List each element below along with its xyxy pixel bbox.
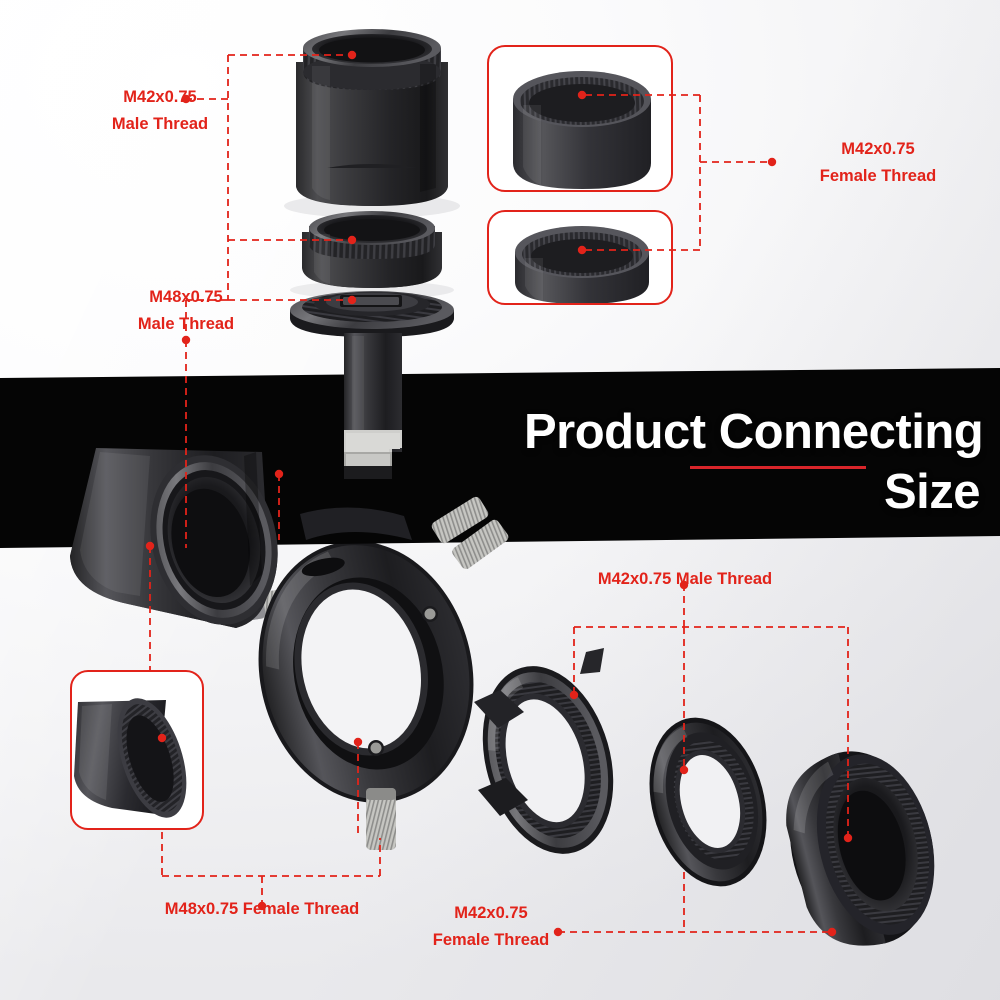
callout-dots: [145, 50, 853, 937]
label-right-m42-female: M42x0.75 Female Thread: [788, 136, 968, 190]
label-mid-right-m42-male: M42x0.75 Male Thread: [560, 566, 810, 592]
label-right-line1: M42x0.75: [841, 140, 915, 158]
label-mid-left-line1: M48x0.75: [149, 288, 223, 306]
label-mid-right-line1: M42x0.75 Male Thread: [597, 570, 773, 588]
label-top-left-line1: M42x0.75: [123, 88, 197, 106]
label-top-left-line2: Male Thread: [111, 115, 209, 133]
label-right-line2: Female Thread: [819, 167, 937, 185]
label-bottom-right-line1: M42x0.75: [454, 904, 528, 922]
label-bottom-right-m42-female: M42x0.75 Female Thread: [400, 900, 582, 954]
label-bottom-right-line2: Female Thread: [432, 931, 550, 949]
label-top-left-m42-male: M42x0.75 Male Thread: [70, 84, 250, 138]
